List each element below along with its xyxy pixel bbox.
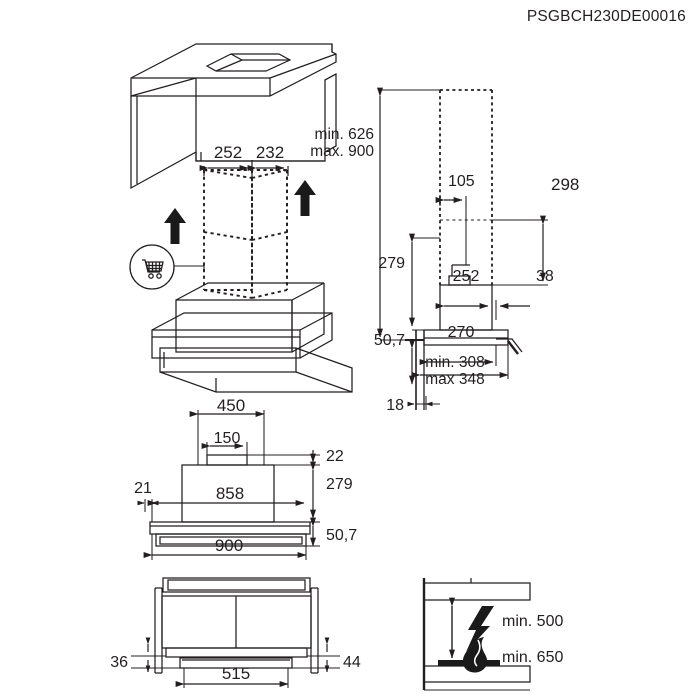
label-electric-clearance: min. 500: [502, 613, 563, 630]
label-side-270: 270: [448, 324, 475, 341]
drawing-number: PSGBCH230DE00016: [526, 8, 686, 25]
label-iso-232: 232: [256, 143, 284, 162]
label-side-105: 105: [448, 173, 475, 190]
label-front-858: 858: [216, 484, 244, 503]
iso-dimension-lines: [199, 160, 289, 180]
label-gas-clearance: min. 650: [502, 649, 563, 666]
bottom-plan-view: [154, 577, 319, 674]
label-front-22: 22: [326, 448, 344, 465]
duct-outline-dashed: [203, 169, 288, 299]
label-side-50-7: 50,7: [374, 332, 405, 349]
cart-leader-line: [174, 265, 205, 272]
airflow-arrow-right: [294, 180, 316, 216]
shopping-cart-icon: [129, 244, 175, 290]
label-side-279: 279: [378, 255, 405, 272]
label-side-min308: min. 308: [425, 354, 484, 371]
label-plan-36: 36: [110, 654, 128, 671]
label-front-279: 279: [326, 476, 353, 493]
label-side-252: 252: [453, 268, 480, 285]
flame-icon: [462, 637, 488, 673]
front-dimension-lines: [137, 410, 320, 560]
dimension-labels: 252 232 min. 626 max. 900 105 298 279 25…: [110, 126, 579, 683]
lightning-bolt-icon: [466, 606, 494, 652]
label-front-900: 900: [215, 536, 243, 555]
label-front-21: 21: [134, 480, 152, 497]
isometric-hood-body: [151, 282, 353, 393]
label-side-38: 38: [536, 268, 554, 285]
label-front-150: 150: [214, 430, 241, 447]
airflow-arrow-left: [164, 208, 186, 244]
label-plan-44: 44: [343, 654, 361, 671]
label-side-18: 18: [386, 397, 404, 414]
label-iso-252: 252: [214, 143, 242, 162]
label-front-50-7: 50,7: [326, 527, 357, 544]
label-plan-515: 515: [222, 664, 250, 683]
isometric-cabinet: [130, 43, 337, 190]
label-side-max348: max 348: [425, 371, 484, 388]
plan-dimension-lines: [131, 637, 340, 688]
side-elevation-view: [405, 89, 548, 410]
side-dimension-lines: [377, 87, 546, 410]
label-front-450: 450: [217, 396, 245, 415]
label-side-298: 298: [551, 175, 579, 194]
label-side-min626: min. 626: [315, 126, 374, 143]
label-side-max900: max. 900: [310, 143, 374, 160]
